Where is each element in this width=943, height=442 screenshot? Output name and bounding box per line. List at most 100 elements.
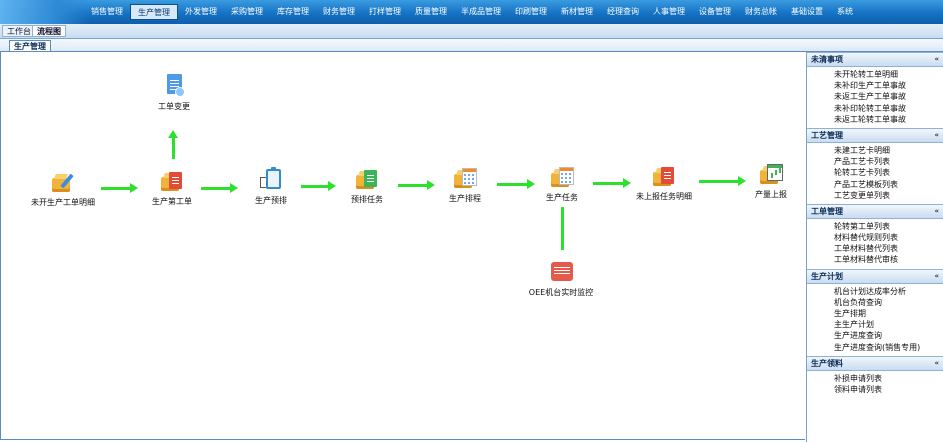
sidebar-link[interactable]: 领料申请列表 (834, 384, 882, 394)
sidebar-section-title: 未清事项 (811, 55, 843, 64)
node-label: 未上报任务明细 (636, 192, 692, 201)
sidebar-section-title: 工单管理 (811, 206, 843, 216)
nav-item[interactable]: 外发管理 (185, 7, 217, 16)
node-work-order[interactable]: 生产第工单 (132, 169, 212, 207)
node-label: 工单变更 (158, 102, 190, 111)
collapse-chevron-icon[interactable]: « (934, 358, 939, 367)
node-label: OEE机台实时监控 (528, 288, 594, 297)
sidebar-link[interactable]: 补损申请列表 (834, 373, 882, 383)
flow-arrow (301, 181, 336, 191)
sidebar-section-items: 机台计划达成率分析机台负荷查询生产排期主生产计划生产进度查询生产进度查询(销售专… (807, 284, 943, 356)
sidebar-section-title: 生产计划 (811, 271, 843, 281)
box-calendar-icon (550, 165, 574, 189)
nav-item[interactable]: 库存管理 (277, 7, 309, 16)
sidebar-link[interactable]: 工单材料替代审核 (834, 255, 898, 265)
top-nav-bar: 销售管理生产管理外发管理 采购管理 库存管理 财务管理 打样管理 质量管理 半成品管理 印刷管… (0, 0, 943, 24)
box-calendar-icon (453, 166, 477, 190)
sidebar: 未清事项 « 未开轮转工单明细未补印生产工单事故未返工生产工单事故未补印轮转工单事故… (806, 52, 943, 442)
sidebar-link[interactable]: 机台计划达成率分析 (834, 286, 906, 296)
sidebar-section-header[interactable]: 生产计划 « (807, 268, 943, 284)
node-label: 生产预排 (255, 196, 287, 205)
nav-item[interactable]: 质量管理 (415, 7, 447, 16)
node-unopened-orders[interactable]: 未开生产工单明细 (23, 170, 103, 208)
tab-workbench[interactable]: 工作台 (2, 25, 36, 37)
sidebar-link[interactable]: 未返工生产工单事故 (834, 92, 906, 102)
sidebar-link[interactable]: 轮转第工单列表 (834, 221, 890, 231)
node-output-report[interactable]: 产量上报 (731, 162, 811, 200)
sidebar-link[interactable]: 生产排期 (834, 309, 866, 318)
nav-item[interactable]: 人事管理 (653, 7, 685, 16)
sidebar-link[interactable]: 未返工轮转工单事故 (834, 114, 906, 124)
panel-header: 生产管理 (0, 39, 943, 52)
node-order-change[interactable]: 工单变更 (134, 74, 214, 112)
main-menu: 销售管理生产管理外发管理 采购管理 库存管理 财务管理 打样管理 质量管理 半成品管理 印刷管… (84, 4, 860, 20)
collapse-chevron-icon[interactable]: « (934, 130, 939, 139)
nav-item[interactable]: 设备管理 (699, 7, 731, 16)
node-pre-task[interactable]: 预排任务 (327, 167, 407, 205)
nav-item[interactable]: 财务管理 (323, 7, 355, 16)
nav-item[interactable]: 财务总帐 (745, 7, 777, 16)
sidebar-section-header[interactable]: 工艺管理 « (807, 127, 943, 143)
sidebar-link[interactable]: 轮转工艺卡列表 (834, 168, 890, 178)
nav-item[interactable]: 系统 (837, 7, 853, 16)
flow-canvas: 未开生产工单明细 生产第工单 工单变更 生产预排 预排任务 生产排程 生产任务 … (0, 52, 805, 440)
nav-item[interactable]: 印刷管理 (515, 7, 547, 16)
nav-item[interactable]: 打样管理 (369, 7, 401, 16)
nav-item[interactable]: 半成品管理 (461, 7, 501, 16)
sidebar-section-title: 生产领料 (811, 358, 843, 368)
sidebar-link[interactable]: 工单材料替代列表 (834, 244, 898, 254)
sidebar-section-items: 补损申请列表领料申请列表 (807, 371, 943, 398)
collapse-chevron-icon[interactable]: « (934, 271, 939, 280)
node-label: 生产第工单 (152, 197, 192, 206)
sidebar-link[interactable]: 生产进度查询 (834, 331, 882, 341)
sidebar-link[interactable]: 产品工艺模板列表 (834, 179, 898, 189)
sidebar-link[interactable]: 生产进度查询(销售专用) (834, 342, 921, 352)
sidebar-link[interactable]: 未补印生产工单事故 (834, 81, 906, 91)
sidebar-section-title: 工艺管理 (811, 130, 843, 140)
tab-bar: 工作台 流程图 (0, 24, 943, 39)
sidebar-link[interactable]: 未开轮转工单明细 (834, 70, 898, 79)
sidebar-link[interactable]: 机台负荷查询 (834, 297, 882, 307)
panel-tab-production[interactable]: 生产管理 (9, 40, 51, 51)
sidebar-section-header[interactable]: 生产领料 « (807, 355, 943, 371)
box-sheet-icon (160, 169, 184, 193)
node-production-task[interactable]: 生产任务 (522, 165, 602, 203)
node-label: 产量上报 (755, 190, 787, 199)
sidebar-link[interactable]: 材料替代规则列表 (834, 233, 898, 243)
nav-item[interactable]: 经理查询 (607, 7, 639, 16)
flow-arrow (699, 176, 746, 186)
nav-item[interactable]: 基础设置 (791, 7, 823, 16)
sidebar-link[interactable]: 主生产计划 (834, 320, 874, 330)
flow-arrow (497, 179, 535, 189)
flow-arrow (201, 183, 238, 193)
node-oee-monitor[interactable]: OEE机台实时监控 (521, 260, 601, 298)
flow-arrow (398, 180, 435, 190)
flow-arrow (101, 183, 138, 193)
sidebar-link[interactable]: 未建工艺卡明细 (834, 145, 890, 155)
sidebar-section-header[interactable]: 未清事项 « (807, 52, 943, 67)
flow-arrow (593, 178, 631, 188)
node-schedule[interactable]: 生产排程 (425, 166, 505, 204)
node-unreported-tasks[interactable]: 未上报任务明细 (624, 164, 704, 202)
sidebar-link[interactable]: 工艺变更单列表 (834, 190, 890, 200)
node-prearrange[interactable]: 生产预排 (231, 167, 311, 206)
nav-item[interactable]: 生产管理 (130, 4, 178, 20)
monitor-icon (549, 260, 573, 284)
box-chart-icon (759, 162, 783, 186)
sidebar-section-header[interactable]: 工单管理 « (807, 203, 943, 219)
clipboard-icon (259, 167, 283, 192)
nav-item[interactable]: 新材管理 (561, 7, 593, 16)
flow-arrow-up (168, 130, 178, 159)
sidebar-link[interactable]: 未补印轮转工单事故 (834, 103, 906, 113)
collapse-chevron-icon[interactable]: « (934, 206, 939, 215)
logo-swoosh (0, 0, 90, 24)
sidebar-section-items: 未建工艺卡明细产品工艺卡列表轮转工艺卡列表产品工艺模板列表工艺变更单列表 (807, 143, 943, 204)
collapse-chevron-icon[interactable]: « (934, 55, 939, 63)
node-label: 生产任务 (546, 193, 578, 202)
sidebar-link[interactable]: 产品工艺卡列表 (834, 157, 890, 167)
nav-item[interactable]: 采购管理 (231, 7, 263, 16)
tab-flowchart[interactable]: 流程图 (32, 25, 66, 37)
box-pencil-icon (51, 170, 75, 194)
nav-item[interactable]: 销售管理 (91, 7, 123, 16)
sidebar-section-items: 未开轮转工单明细未补印生产工单事故未返工生产工单事故未补印轮转工单事故未返工轮转… (807, 67, 943, 128)
